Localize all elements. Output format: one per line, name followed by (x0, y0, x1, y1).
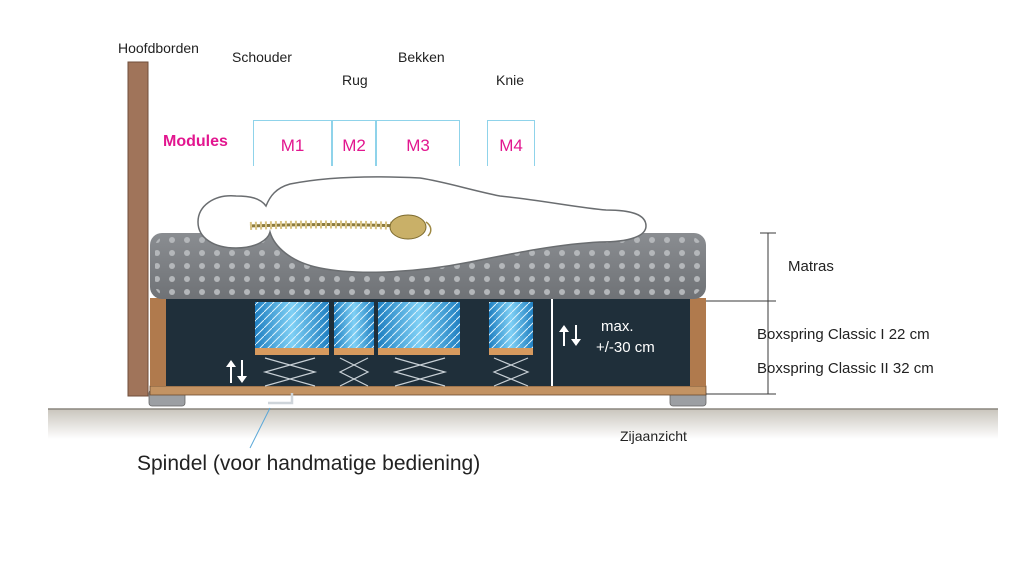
max-label: max. (601, 318, 634, 335)
spindle-label: Spindel (voor handmatige bediening) (137, 452, 481, 475)
mattress-label: Matras (788, 258, 834, 275)
headboard (127, 61, 149, 397)
spindle (249, 393, 294, 449)
module-m4: M4 (487, 120, 535, 166)
modules-label: Modules (163, 133, 228, 150)
base-side-right (690, 298, 706, 386)
spring-module-m4 (489, 302, 533, 355)
back-label: Rug (342, 72, 368, 88)
base-side-left (150, 298, 166, 386)
knee-label: Knie (496, 72, 525, 88)
dimension-bracket (706, 232, 776, 395)
shoulder-label: Schouder (232, 49, 292, 65)
spine-illustration (249, 214, 432, 240)
up-down-arrow-icon (226, 360, 247, 383)
module-m1-label: M1 (280, 136, 305, 155)
module-m3-label: M3 (406, 136, 430, 155)
scissor-lifts (262, 357, 530, 387)
module-m2: M2 (332, 120, 376, 166)
spring-module-m3 (378, 302, 460, 355)
base-bottom-rail (149, 385, 707, 396)
module-m4-label: M4 (499, 136, 523, 155)
headboard-label: Hoofdborden (118, 40, 199, 56)
module-m3: M3 (376, 120, 460, 166)
spring-module-m2 (334, 302, 374, 355)
boxspring1-label: Boxspring Classic I 22 cm (757, 326, 930, 343)
up-down-arrow-icon-2 (559, 325, 581, 346)
side-view-label: Zijaanzicht (620, 428, 687, 444)
pelvis-label: Bekken (398, 49, 445, 65)
range-label: +/-30 cm (596, 339, 655, 356)
spring-module-m1 (255, 302, 329, 355)
module-m1: M1 (253, 120, 332, 166)
boxspring2-label: Boxspring Classic II 32 cm (757, 360, 934, 377)
module-m2-label: M2 (342, 136, 366, 155)
floor (48, 409, 998, 439)
